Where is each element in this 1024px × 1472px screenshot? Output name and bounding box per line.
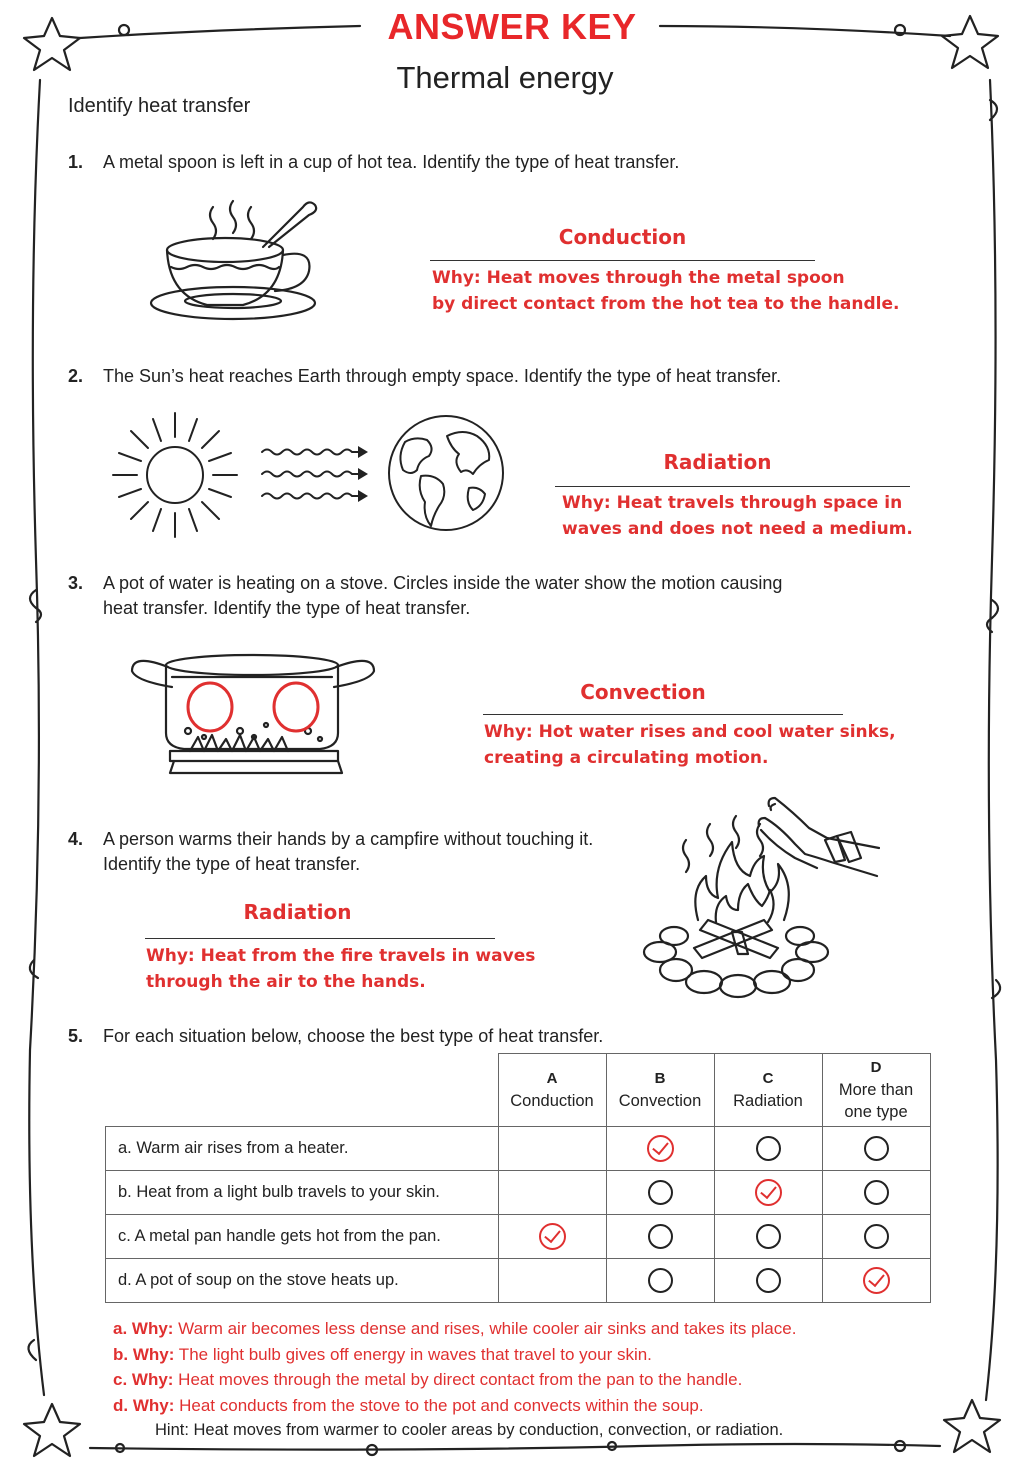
- teacup-spoon-illustration: [149, 199, 318, 321]
- why-item: d. Why: Heat conducts from the stove to …: [113, 1395, 704, 1415]
- answer-3: Convection: [580, 680, 706, 704]
- why-3: Why: Hot water rises and cool water sink…: [484, 722, 896, 768]
- question-text: A metal spoon is left in a cup of hot te…: [103, 152, 680, 172]
- question-text-line-2: Identify the type of heat transfer.: [103, 854, 361, 874]
- choice-cell-a: [497, 1257, 607, 1303]
- choice-circle[interactable]: [647, 1267, 673, 1293]
- choice-circle-selected[interactable]: [754, 1178, 782, 1206]
- earth-globe-icon: [388, 415, 504, 531]
- why-2: Why: Heat travels through space in waves…: [562, 493, 913, 539]
- campfire-illustration: [642, 814, 830, 999]
- answer-line: [145, 938, 495, 939]
- choice-circle[interactable]: [755, 1135, 781, 1161]
- wave-arrows-icon: [261, 446, 368, 502]
- table-row: d. A pot of soup on the stove heats up.: [105, 1257, 931, 1303]
- choice-cell-a: [497, 1125, 607, 1171]
- answer-key-title: ANSWER KEY: [387, 6, 637, 47]
- page-title: Thermal energy: [396, 60, 614, 95]
- question-number: 4.: [68, 829, 84, 849]
- choice-circle-selected[interactable]: [862, 1266, 890, 1294]
- answer-1: Conduction: [558, 225, 687, 249]
- choice-circle-selected[interactable]: [646, 1134, 674, 1162]
- hint-text: Hint: Heat moves from warmer to cooler a…: [155, 1421, 784, 1439]
- choice-circle[interactable]: [755, 1267, 781, 1293]
- sun-icon: [112, 412, 238, 538]
- question-number: 3.: [68, 573, 84, 593]
- question-number: 2.: [68, 366, 84, 386]
- why-explanations: a. Why: Warm air becomes less dense and …: [113, 1316, 796, 1418]
- hands-icon: [757, 796, 880, 878]
- why-1: Why: Heat moves through the metal spoon …: [432, 268, 900, 314]
- row-label: a. Warm air rises from a heater.: [105, 1125, 499, 1171]
- question-text-line-1: A pot of water is heating on a stove. Ci…: [103, 573, 783, 593]
- table-row: c. A metal pan handle gets hot from the …: [105, 1213, 931, 1259]
- choice-circle[interactable]: [863, 1135, 889, 1161]
- why-4: Why: Heat from the fire travels in waves…: [146, 946, 536, 992]
- row-label: d. A pot of soup on the stove heats up.: [105, 1257, 499, 1303]
- question-text-line-1: A person warms their hands by a campfire…: [103, 829, 594, 849]
- answer-4: Radiation: [243, 900, 352, 924]
- why-item: a. Why: Warm air becomes less dense and …: [113, 1319, 797, 1338]
- choice-circle[interactable]: [863, 1223, 889, 1249]
- answer-line: [430, 260, 815, 261]
- question-text: The Sun’s heat reaches Earth through emp…: [103, 366, 782, 386]
- choice-circle[interactable]: [647, 1223, 673, 1249]
- answer-line: [483, 714, 843, 715]
- choice-cell-a: [497, 1169, 607, 1215]
- pot-on-stove-illustration: [130, 653, 376, 775]
- choice-circle[interactable]: [863, 1179, 889, 1205]
- question-text-line-2: heat transfer. Identify the type of heat…: [103, 598, 471, 618]
- choice-circle[interactable]: [755, 1223, 781, 1249]
- star-doodle-icon: [22, 14, 1002, 1458]
- question-number: 5.: [68, 1026, 84, 1046]
- question-text: For each situation below, choose the bes…: [103, 1026, 604, 1046]
- question-number: 1.: [68, 152, 84, 172]
- table-row: a. Warm air rises from a heater.: [105, 1125, 931, 1171]
- why-item: b. Why: The light bulb gives off energy …: [113, 1344, 652, 1364]
- choice-circle[interactable]: [647, 1179, 673, 1205]
- section-heading: Identify heat transfer: [68, 95, 251, 117]
- table-row: b. Heat from a light bulb travels to you…: [105, 1169, 931, 1215]
- row-label: c. A metal pan handle gets hot from the …: [105, 1213, 499, 1259]
- why-item: c. Why: Heat moves through the metal by …: [113, 1370, 743, 1389]
- choice-circle-selected[interactable]: [538, 1222, 566, 1250]
- answer-line: [555, 486, 910, 487]
- row-label: b. Heat from a light bulb travels to you…: [105, 1169, 499, 1215]
- answer-2: Radiation: [663, 450, 772, 474]
